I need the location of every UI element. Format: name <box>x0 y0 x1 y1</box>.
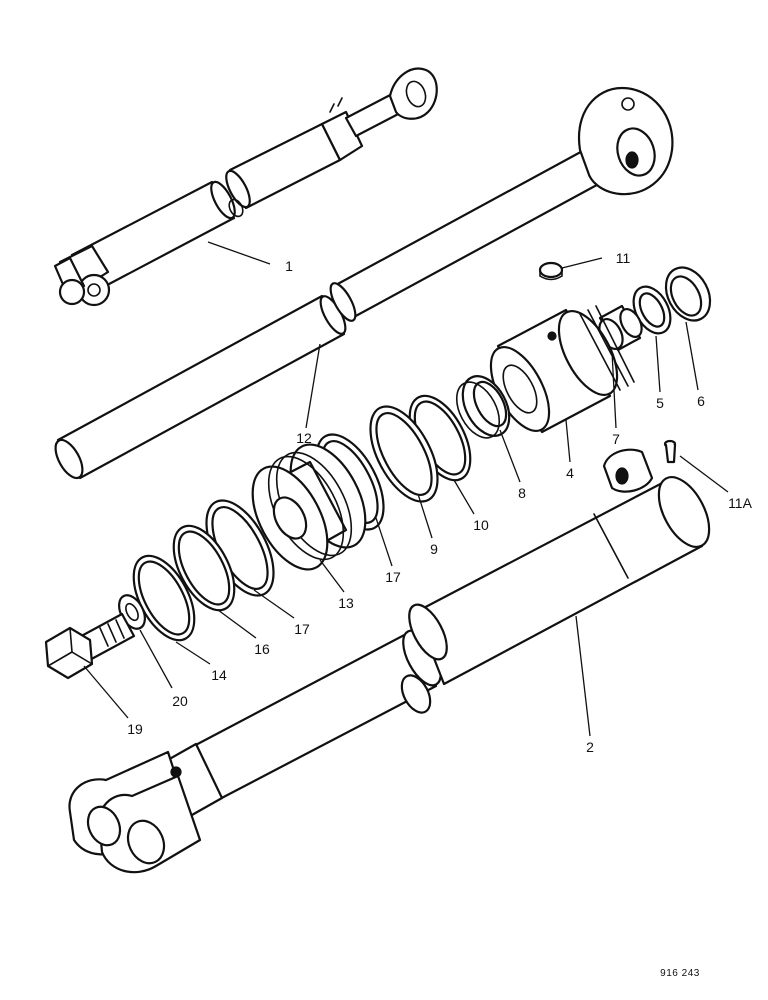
callout-7: 7 <box>612 431 620 447</box>
callout-17-upper: 17 <box>385 569 401 585</box>
part-14-seal-ring <box>132 554 196 642</box>
part-17-wear-ring-lower <box>205 499 275 597</box>
figure-reference-code: 916 243 <box>660 968 700 979</box>
part-6-wiper-seal <box>664 266 712 322</box>
callout-6: 6 <box>697 393 705 409</box>
callout-4: 4 <box>566 465 574 481</box>
callout-10: 10 <box>473 517 489 533</box>
callout-1: 1 <box>285 258 293 274</box>
part-10-o-ring <box>408 394 472 482</box>
part-12-piston-rod <box>54 86 674 480</box>
part-19-bolt <box>44 612 136 680</box>
callout-8: 8 <box>518 485 526 501</box>
callout-14: 14 <box>211 667 227 683</box>
callout-19: 19 <box>127 721 143 737</box>
callout-labels: 1 2 4 5 6 7 8 9 10 11 11A 12 13 14 16 17… <box>127 250 752 755</box>
callout-9: 9 <box>430 541 438 557</box>
part-9-backup-ring <box>369 405 439 503</box>
part-11a-grease-nipple <box>663 439 677 464</box>
callout-11a: 11A <box>728 495 753 511</box>
part-8-seal <box>455 375 511 439</box>
callout-16: 16 <box>254 641 270 657</box>
callout-5: 5 <box>656 395 664 411</box>
callout-11: 11 <box>616 250 631 266</box>
part-13-piston <box>251 443 367 571</box>
callout-2: 2 <box>586 739 594 755</box>
part-11-plug <box>538 261 564 281</box>
part-4-gland <box>489 305 635 434</box>
part-2-cylinder-barrel <box>68 448 711 874</box>
part-7-bushing <box>598 304 643 352</box>
part-1-cylinder-assembly <box>53 67 438 307</box>
callout-12: 12 <box>296 430 312 446</box>
callout-17-lower: 17 <box>294 621 310 637</box>
callout-20: 20 <box>172 693 188 709</box>
leader-lines <box>83 241 729 737</box>
part-16-seal-ring <box>172 524 236 612</box>
callout-13: 13 <box>338 595 354 611</box>
